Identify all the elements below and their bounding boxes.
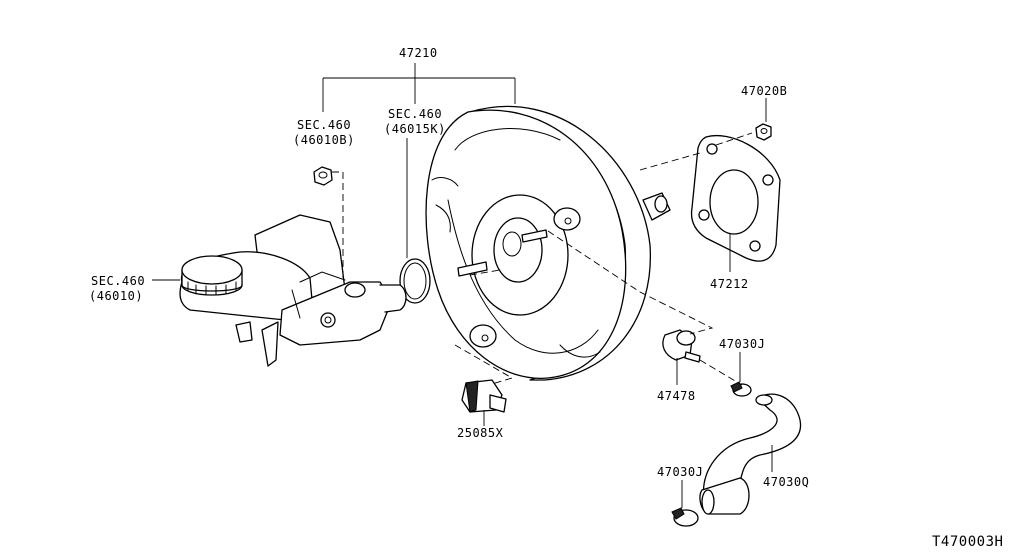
part-labels: 47210 SEC.460 (46010B) SEC.460 (46015K) … [89, 46, 1003, 550]
label-sec460-mid: SEC.460 [388, 107, 442, 121]
check-valve [662, 329, 701, 363]
brake-booster [425, 105, 671, 381]
master-cylinder-nut [313, 166, 333, 186]
diagram-reference-code: T470003H [932, 534, 1003, 550]
label-booster: 47210 [399, 46, 438, 60]
lower-hose-clamp [671, 507, 699, 527]
master-cylinder [179, 214, 407, 367]
gasket [690, 135, 781, 262]
label-clamp-lower: 47030J [657, 465, 703, 479]
label-sec460-left-sub: (46010B) [293, 133, 355, 147]
label-sec460-cylinder-sub: (46010) [89, 289, 143, 303]
label-nut: 47020B [741, 84, 787, 98]
label-gasket: 47212 [710, 277, 749, 291]
o-ring [399, 258, 431, 304]
vacuum-hose [699, 393, 802, 515]
booster-nut [755, 123, 772, 141]
label-sec460-cylinder: SEC.460 [91, 274, 145, 288]
label-sec460-mid-sub: (46015K) [384, 122, 446, 136]
label-clamp-upper: 47030J [719, 337, 765, 351]
label-check-valve: 47478 [657, 389, 696, 403]
label-hose: 47030Q [763, 475, 809, 489]
o-ring-inner [403, 262, 427, 300]
leader-lines [152, 63, 773, 508]
vacuum-sensor [461, 379, 507, 413]
label-sec460-left: SEC.460 [297, 118, 351, 132]
upper-hose-clamp [730, 381, 752, 397]
label-sensor: 25085X [457, 426, 504, 440]
